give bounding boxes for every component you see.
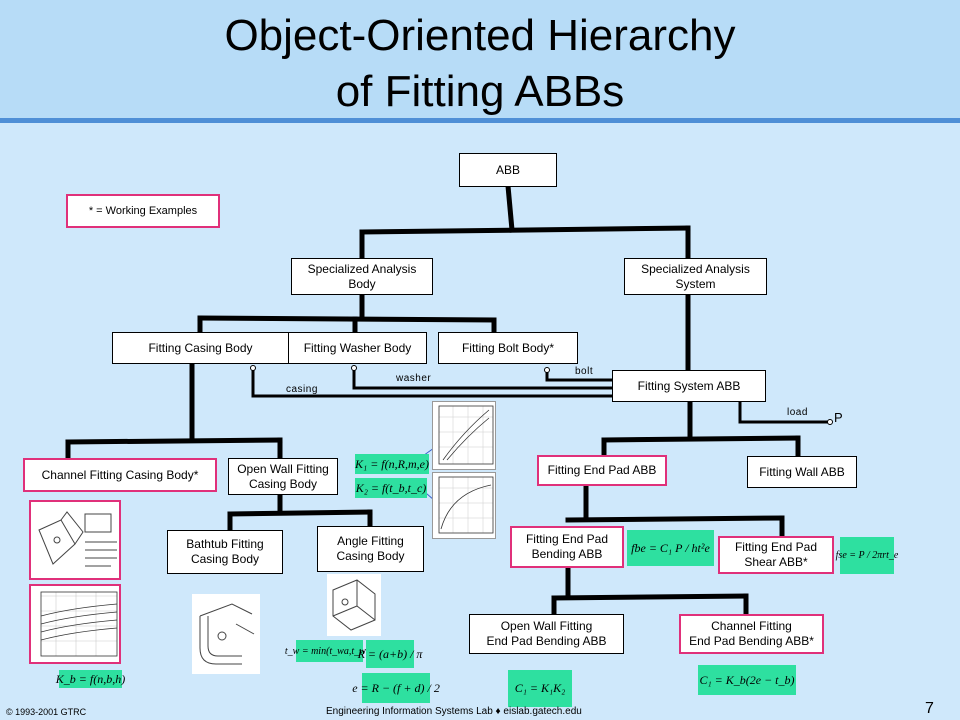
k2-chart-drawing xyxy=(438,476,494,534)
fitting-end-pad-abb-node: Fitting End Pad ABB xyxy=(537,455,667,486)
r-formula: R = (a+b) / π xyxy=(358,640,422,668)
fitting-washer-body-node: Fitting Washer Body xyxy=(288,332,427,364)
open-wall-fitting-casing-body-node: Open Wall Fitting Casing Body xyxy=(228,458,338,495)
specialized-analysis-system-node: Specialized Analysis System xyxy=(624,258,767,295)
fse-formula: fse = P / 2πrt_e xyxy=(836,537,898,574)
bolt-link-label: bolt xyxy=(575,366,594,377)
channel-fitting-sketch-image xyxy=(29,500,121,580)
specialized-analysis-body-node: Specialized Analysis Body xyxy=(291,258,433,295)
bathtub-fitting-sketch-drawing xyxy=(199,603,255,665)
fitting-system-abb-node: Fitting System ABB xyxy=(612,370,766,402)
channel-end-pad-bending-abb-node: Channel Fitting End Pad Bending ABB* xyxy=(679,614,824,654)
c1-channel-formula: C₁ = K_b(2e − t_b) xyxy=(698,665,796,695)
fitting-end-pad-bending-abb-node: Fitting End Pad Bending ABB xyxy=(510,526,624,568)
tw-formula: t_w = min(t_wa,t_wb) xyxy=(285,640,374,662)
casing-link-label: casing xyxy=(286,384,318,395)
fitting-casing-body-node: Fitting Casing Body xyxy=(112,332,289,364)
load-link-label: load xyxy=(787,407,808,418)
p-load-label: P xyxy=(834,410,844,425)
abb-node: ABB xyxy=(459,153,557,187)
angle-fitting-sketch-drawing xyxy=(332,579,376,631)
k1-formula: K₁ = f(n,R,m,e) xyxy=(355,454,429,474)
working-examples-legend: * = Working Examples xyxy=(66,194,220,228)
channel-fitting-casing-body-node: Channel Fitting Casing Body* xyxy=(23,458,217,492)
kb-formula: K_b = f(n,b,h) xyxy=(56,670,125,688)
channel-fitting-sketch-drawing xyxy=(38,511,117,567)
fitting-end-pad-shear-abb-node: Fitting End Pad Shear ABB* xyxy=(718,536,834,574)
page-number: 7 xyxy=(925,700,934,717)
fitting-bolt-body-node: Fitting Bolt Body* xyxy=(438,332,578,364)
angle-fitting-casing-body-node: Angle Fitting Casing Body xyxy=(317,526,424,572)
k2-chart-image xyxy=(432,472,496,539)
k2-formula: K₂ = f(t_b,t_c) xyxy=(355,478,427,498)
channel-fitting-chart-drawing xyxy=(40,591,118,657)
bathtub-fitting-sketch-image xyxy=(192,594,260,674)
slide-title-line-2: of Fitting ABBs xyxy=(335,67,625,116)
open-wall-end-pad-bending-abb-node: Open Wall Fitting End Pad Bending ABB xyxy=(469,614,624,654)
e-formula: e = R − (f + d) / 2 xyxy=(352,673,440,703)
angle-fitting-sketch-image xyxy=(327,574,381,636)
bathtub-fitting-casing-body-node: Bathtub Fitting Casing Body xyxy=(167,530,283,574)
copyright-text: © 1993-2001 GTRC xyxy=(6,707,87,717)
k1-chart-drawing xyxy=(438,405,494,465)
footer-lab-text: Engineering Information Systems Lab ♦ ei… xyxy=(326,706,582,717)
c1-formula: C₁ = K₁K₂ xyxy=(508,670,572,707)
washer-link-label: washer xyxy=(396,373,432,384)
title-rule xyxy=(0,118,960,123)
slide-title-line-1: Object-Oriented Hierarchy xyxy=(224,11,736,60)
k1-chart-image xyxy=(432,401,496,470)
channel-fitting-chart-image xyxy=(29,584,121,664)
title-band xyxy=(0,0,960,118)
fitting-wall-abb-node: Fitting Wall ABB xyxy=(747,456,857,488)
fbe-formula: fbe = C₁ P / ht²e xyxy=(627,530,714,566)
